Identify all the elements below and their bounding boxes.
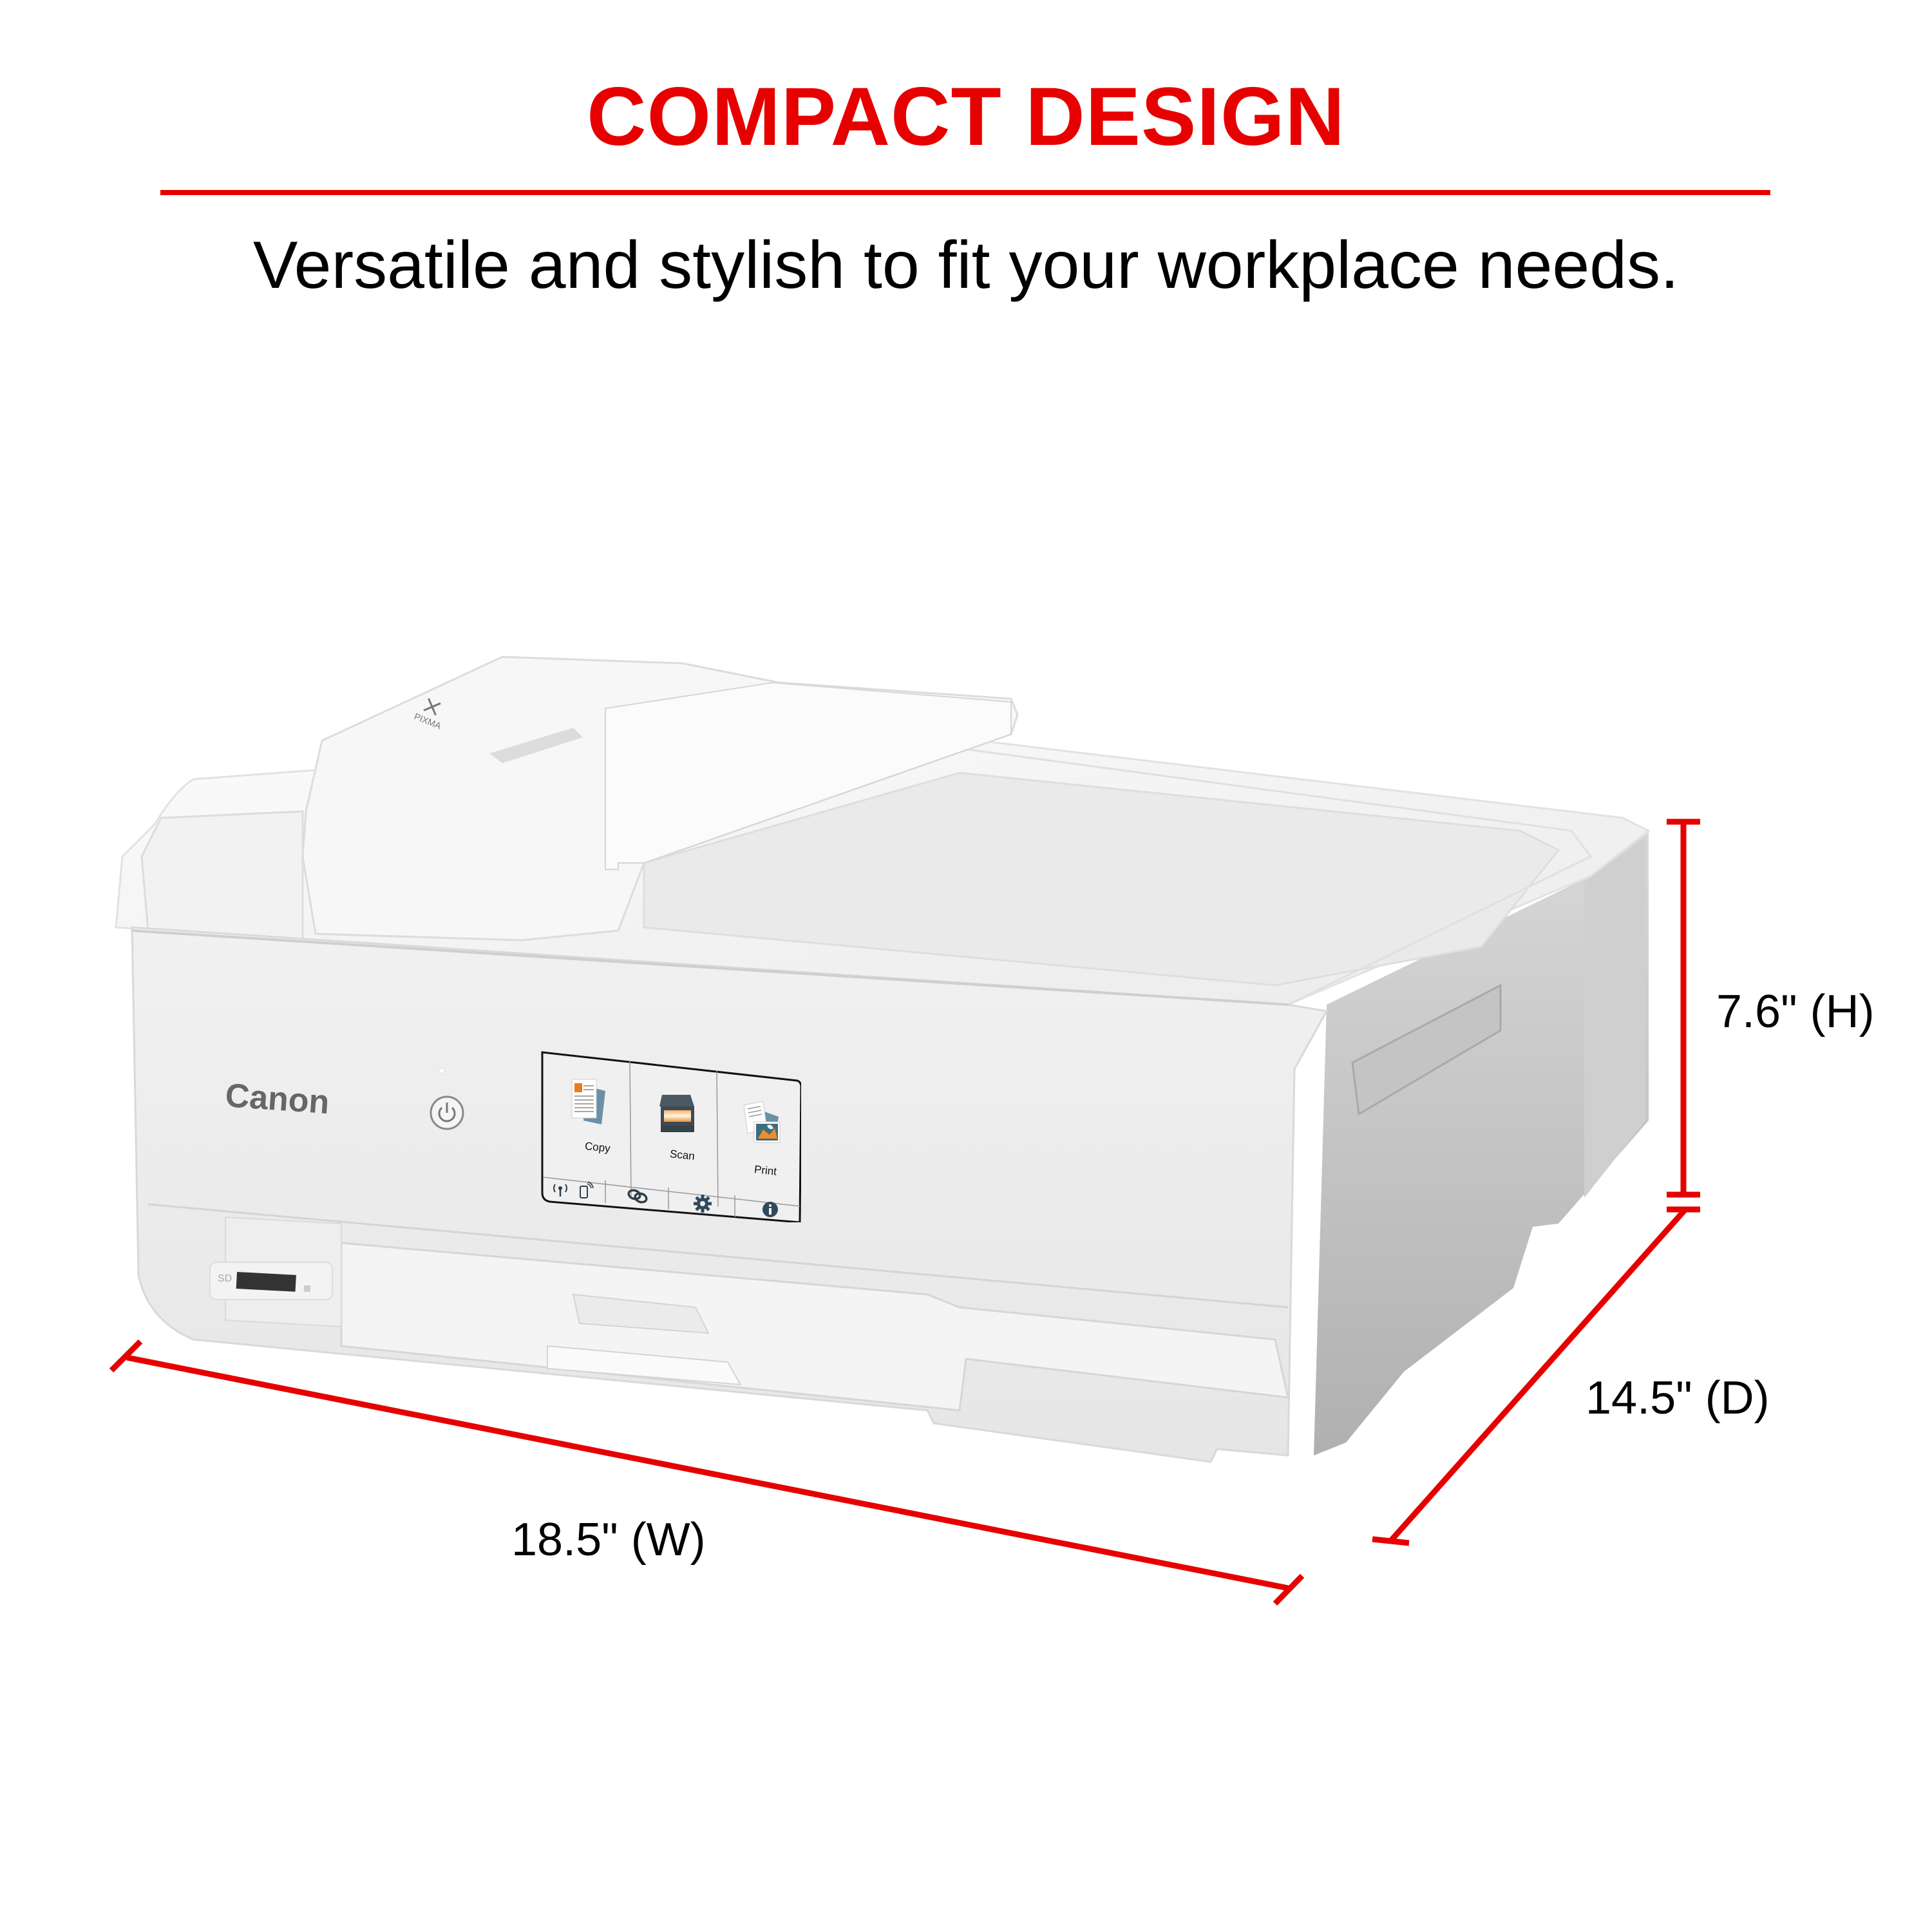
height-label: 7.6" (H) xyxy=(1716,986,1875,1037)
lcd-link-button[interactable] xyxy=(607,1186,667,1208)
lcd-wireless-button[interactable] xyxy=(549,1181,604,1202)
lcd-frame xyxy=(541,1051,801,1222)
printer-top: PIXMA xyxy=(115,656,1651,1006)
title-divider xyxy=(160,190,1770,195)
link-icon xyxy=(627,1189,648,1204)
lcd-tile-copy[interactable]: Copy xyxy=(546,1059,630,1175)
print-photo-icon xyxy=(743,1101,781,1143)
power-button[interactable] xyxy=(430,1068,464,1130)
lcd-tile-label: Scan xyxy=(669,1148,696,1162)
width-label: 18.5" (W) xyxy=(511,1514,706,1566)
mobile-wireless-icon xyxy=(580,1181,594,1198)
lcd-info-button[interactable] xyxy=(737,1200,799,1222)
canon-logo: Canon xyxy=(224,1077,330,1121)
lcd-tile-label: Print xyxy=(753,1163,777,1178)
lcd-settings-button[interactable] xyxy=(671,1194,733,1216)
page-subtitle: Versatile and stylish to fit your workpl… xyxy=(252,228,1679,303)
scanner-icon xyxy=(659,1095,694,1132)
lcd-tile-print[interactable]: Print xyxy=(719,1077,799,1193)
page-title: COMPACT DESIGN xyxy=(587,71,1345,163)
svg-text:SD: SD xyxy=(218,1273,232,1284)
wireless-icon xyxy=(553,1184,567,1197)
info-icon xyxy=(762,1202,778,1217)
lcd-touchscreen[interactable]: Copy Scan Print xyxy=(540,1048,801,1222)
sd-card-slot[interactable]: SD xyxy=(209,1262,333,1300)
lcd-tile-scan[interactable]: Scan xyxy=(632,1068,716,1184)
depth-label: 14.5" (D) xyxy=(1586,1372,1770,1424)
copy-document-icon xyxy=(571,1079,605,1124)
gear-icon xyxy=(694,1195,712,1213)
lcd-tile-label: Copy xyxy=(584,1139,611,1155)
